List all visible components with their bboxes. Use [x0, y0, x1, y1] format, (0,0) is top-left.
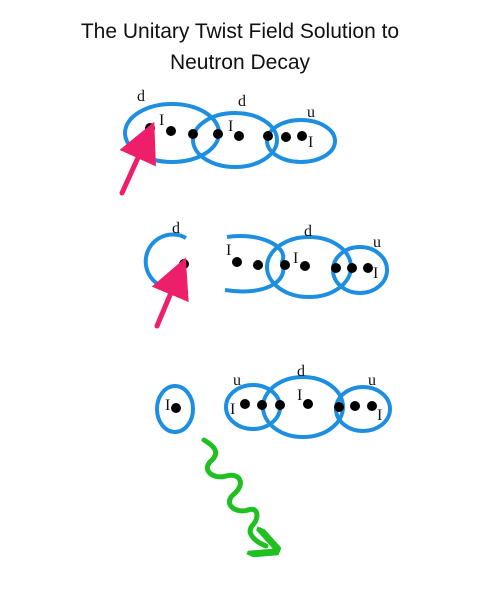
stage2-loop-u — [331, 245, 389, 295]
quark-dot — [281, 132, 291, 142]
stage2-field-mark: I — [373, 265, 378, 282]
stage2-quark-label-d-middle: d — [304, 223, 312, 240]
quark-dot — [188, 129, 198, 139]
stage-1-neutron: d d u I I I — [119, 88, 337, 196]
quark-dot — [347, 263, 357, 273]
stage3-field-mark: I — [165, 397, 170, 414]
stage3-quark-label-u-right: u — [368, 372, 376, 389]
stage3-field-mark: I — [230, 401, 235, 418]
stage-2-splitting: d d u I I I — [143, 220, 389, 329]
quark-dot — [280, 260, 290, 270]
quark-dot — [300, 261, 310, 271]
stage2-dots — [179, 257, 373, 273]
quark-dot — [257, 400, 267, 410]
stage1-field-mark: I — [308, 134, 313, 151]
stage3-field-mark: I — [377, 407, 382, 424]
stage3-loop-detached — [155, 384, 195, 434]
stage1-field-mark: I — [159, 112, 164, 129]
quark-dot — [253, 260, 263, 270]
stage1-loop-d-middle — [191, 111, 279, 169]
quark-dot — [179, 259, 189, 269]
stage1-quark-label-u-right: u — [307, 104, 315, 121]
stage1-incoming-arrow — [119, 121, 156, 196]
stage2-incoming-arrow — [151, 257, 189, 329]
stage1-quark-label-d-middle: d — [238, 93, 246, 110]
title-line-2: Neutron Decay — [169, 51, 311, 74]
title-line-1: The Unitary Twist Field Solution to — [80, 20, 400, 43]
quark-dot — [334, 402, 344, 412]
stage3-loop-d — [261, 375, 345, 439]
stage1-loop-u-right — [265, 118, 337, 164]
quark-dot — [145, 123, 155, 133]
quark-dot — [263, 131, 273, 141]
quark-dot — [240, 399, 250, 409]
stage2-quark-label-d-left: d — [172, 220, 180, 237]
stage3-emitted-wavy-arrow — [201, 437, 266, 546]
quark-dot — [234, 131, 244, 141]
stage2-field-mark: I — [293, 250, 298, 267]
quark-dot — [303, 399, 313, 409]
quark-dot — [213, 129, 223, 139]
quark-dot — [363, 263, 373, 273]
stage3-field-mark: I — [297, 387, 302, 404]
quark-dot — [350, 401, 360, 411]
stage1-field-mark: I — [228, 118, 233, 135]
quark-dot — [331, 263, 341, 273]
quark-dot — [232, 257, 242, 267]
stage1-dots — [145, 123, 307, 142]
stage1-quark-label-d-left: d — [137, 88, 145, 105]
quark-dot — [367, 401, 377, 411]
quark-dot — [171, 403, 181, 413]
quark-dot — [166, 126, 176, 136]
stage3-dots — [171, 399, 377, 413]
stage-3-proton-and-emission: u d u I I I I — [155, 363, 392, 546]
stage2-field-mark: I — [226, 242, 231, 259]
quark-dot — [275, 400, 285, 410]
quark-dot — [297, 131, 307, 141]
stage3-quark-label-d: d — [297, 363, 305, 380]
stage3-quark-label-u-left: u — [233, 372, 241, 389]
stage2-quark-label-u-right: u — [373, 234, 381, 251]
